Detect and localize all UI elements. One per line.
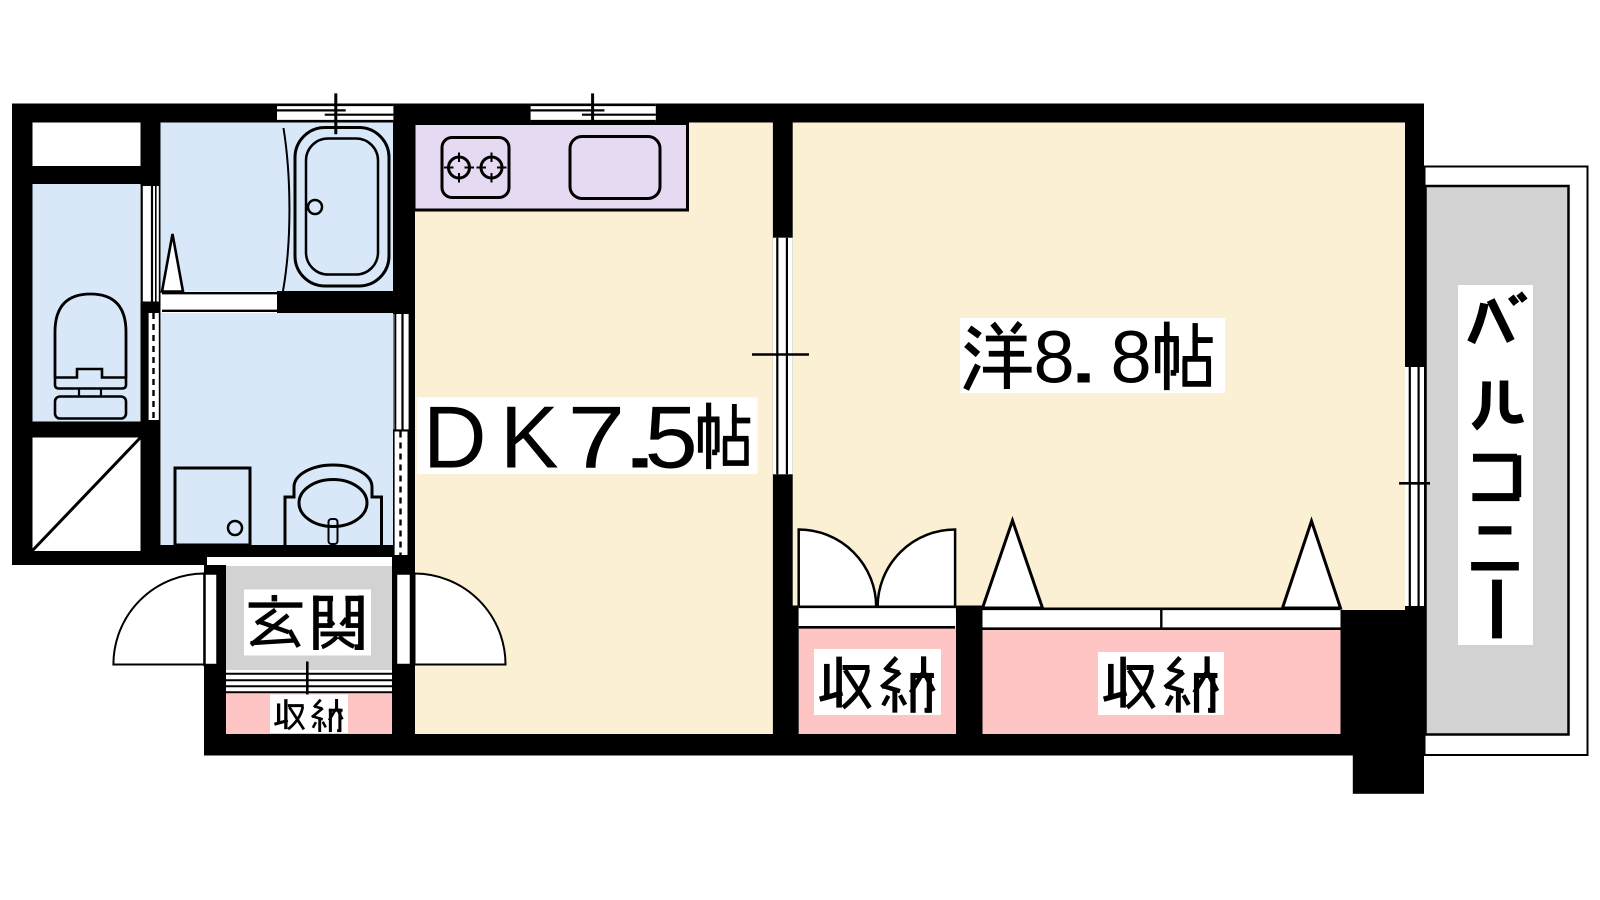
svg-text:8: 8 — [1034, 316, 1075, 399]
svg-text:7: 7 — [568, 389, 626, 487]
svg-text:5: 5 — [645, 388, 698, 486]
svg-text:K: K — [500, 388, 559, 487]
svg-text:D: D — [423, 388, 487, 487]
svg-text:8: 8 — [1111, 316, 1152, 399]
